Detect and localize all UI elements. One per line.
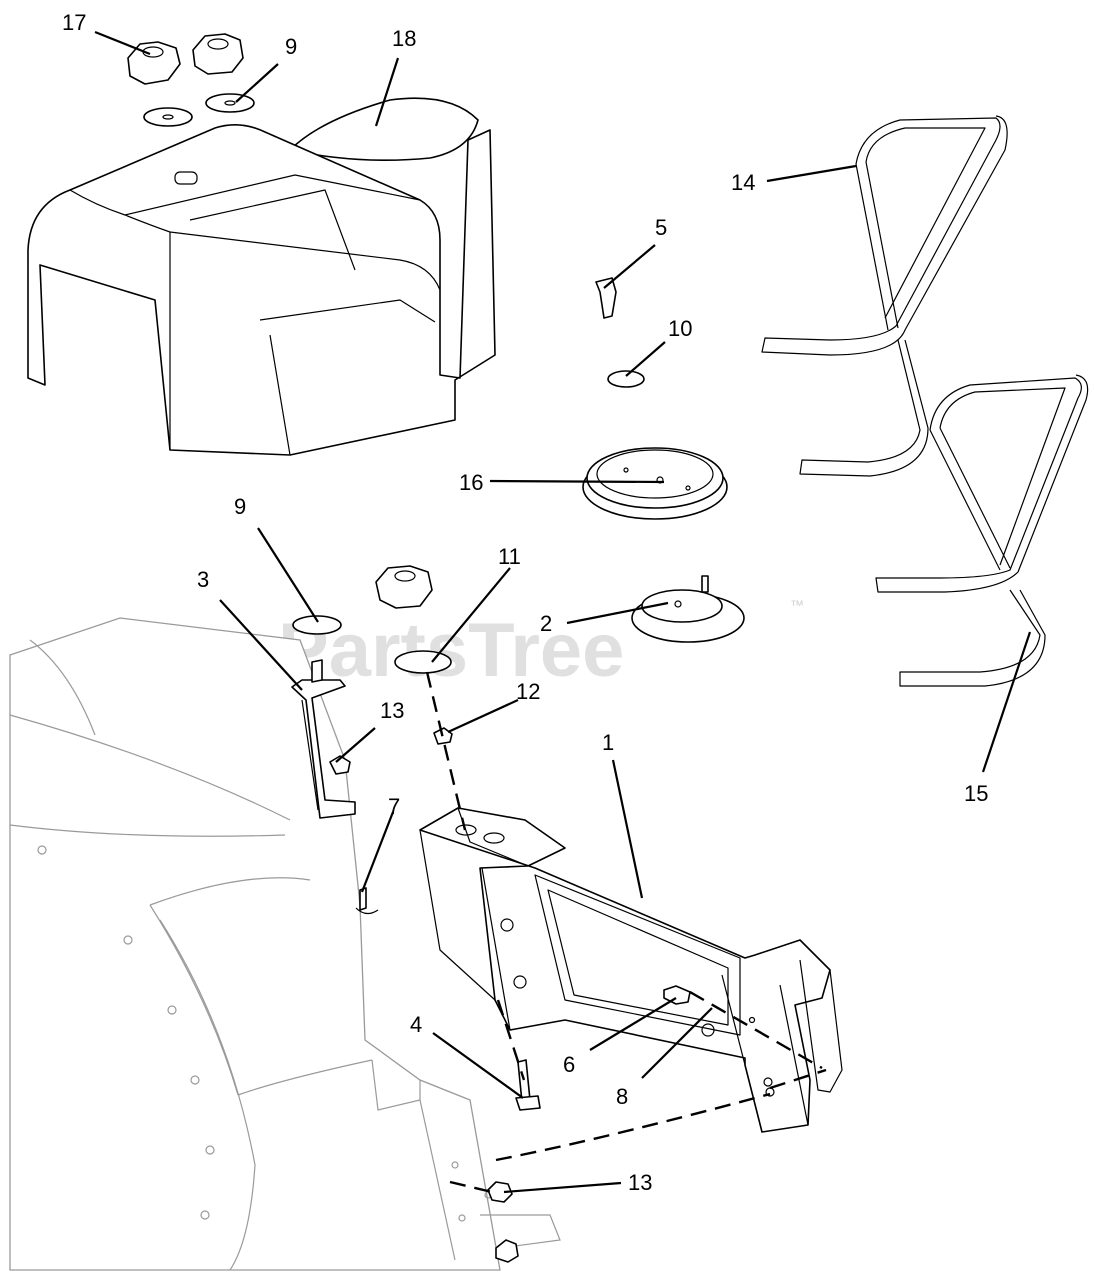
- callout-18: 18: [392, 26, 416, 51]
- watermark-trademark: ™: [790, 597, 804, 613]
- knob-mid[interactable]: [375, 565, 433, 609]
- callout-7: 7: [388, 794, 400, 819]
- callout-13-upper: 13: [380, 698, 404, 723]
- callout-12: 12: [516, 679, 540, 704]
- callout-13-lower: 13: [628, 1170, 652, 1195]
- callout-8: 8: [616, 1084, 628, 1109]
- part-2-hub[interactable]: [631, 575, 745, 643]
- callout-2: 2: [540, 611, 552, 636]
- part-18-hood[interactable]: [27, 97, 496, 456]
- part-15-spring-handle[interactable]: [875, 374, 1089, 687]
- part-13-nut-lower[interactable]: [487, 1181, 519, 1263]
- callout-15: 15: [964, 781, 988, 806]
- part-11-washer[interactable]: [394, 650, 452, 674]
- part-6-pin[interactable]: [663, 985, 691, 1005]
- part-5-pin[interactable]: [595, 277, 617, 319]
- part-7-clip[interactable]: [355, 887, 379, 915]
- callout-9-top: 9: [285, 34, 297, 59]
- part-3-bracket[interactable]: [291, 659, 356, 819]
- knob-top-second[interactable]: [192, 33, 244, 75]
- chute-body: [9, 617, 561, 1271]
- callout-11: 11: [498, 544, 521, 569]
- callout-9-mid: 9: [234, 494, 246, 519]
- callout-16: 16: [459, 470, 483, 495]
- callout-3: 3: [197, 567, 209, 592]
- part-1-mount-bracket[interactable]: [419, 807, 843, 1133]
- assembly-lines: [425, 671, 827, 1194]
- callout-17: 17: [62, 10, 86, 35]
- part-4-bolt[interactable]: [515, 1059, 541, 1111]
- callout-labels: 17 9 18 14 5 10 16 9 11 3 2 12 13 1 7 15…: [62, 10, 988, 1195]
- leader-lines: [94, 30, 1032, 1194]
- callout-14: 14: [731, 170, 755, 195]
- callout-1: 1: [602, 730, 614, 755]
- callout-5: 5: [655, 215, 667, 240]
- part-9-washer-mid[interactable]: [292, 615, 342, 635]
- part-16-pulley[interactable]: [582, 447, 728, 520]
- part-17-knob[interactable]: [127, 41, 181, 85]
- part-10-washer[interactable]: [607, 370, 645, 388]
- part-9-washers-top[interactable]: [143, 93, 255, 127]
- callout-4: 4: [410, 1012, 422, 1037]
- callout-10: 10: [668, 316, 692, 341]
- callout-6: 6: [563, 1052, 575, 1077]
- part-14-spring-handle[interactable]: [761, 115, 1008, 477]
- part-13-nut-upper[interactable]: [329, 755, 351, 775]
